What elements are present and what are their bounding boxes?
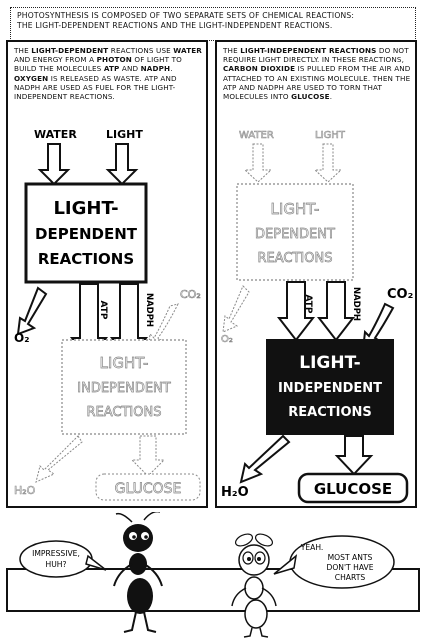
ld-faint-line-3: REACTIONS: [258, 251, 333, 266]
light-faint-label: LIGHT: [315, 130, 346, 141]
left-diagram: WATER LIGHT LIGHT- DEPENDENT REACTIONS A…: [14, 128, 201, 501]
fly-line-1: YEAH.: [300, 543, 324, 552]
ld-faint-line-1: LIGHT-: [271, 200, 320, 218]
characters-scene: IMPRESSIVE, HUH?: [19, 512, 395, 638]
glucose-burst: [297, 472, 409, 504]
fly-character: [231, 533, 277, 638]
caption-line-1: Photosynthesis is composed of two separa…: [17, 11, 355, 20]
water-label: WATER: [34, 128, 77, 141]
nadph-label: NADPH: [144, 293, 154, 327]
h2o-faint-arrow: [35, 435, 83, 483]
atp-arrow-right: [276, 281, 316, 342]
ld-line-1: LIGHT-: [53, 198, 118, 219]
h2o-arrow: [239, 434, 291, 484]
light-dependent-box: [24, 182, 148, 284]
caption-line-2: The light-dependent reactions and the li…: [17, 21, 333, 30]
o2-faint-label: O₂: [221, 334, 233, 345]
li-line-2: INDEPENDENT: [278, 381, 382, 396]
ant-character: [113, 512, 163, 633]
glucose-label: GLUCOSE: [314, 480, 392, 498]
nadph-label-right: NADPH: [351, 287, 361, 321]
atp-label: ATP: [98, 300, 108, 319]
bottom-panel: IMPRESSIVE, HUH?: [6, 512, 420, 638]
fly-line-2: MOST ANTS: [328, 553, 373, 562]
ant-bubble-tail: [85, 554, 107, 571]
oxygen-faint-arrow: [222, 285, 250, 333]
panel-right-text: The light-independent reactions do not r…: [223, 46, 411, 102]
glucose-faint-label: GLUCOSE: [115, 481, 182, 497]
ant-line-1: IMPRESSIVE,: [32, 549, 80, 558]
li-faint-line-1: LIGHT-: [100, 354, 149, 372]
glucose-arrow: [334, 435, 374, 476]
light-independent-box: [266, 339, 394, 435]
oxygen-arrow: [16, 286, 48, 336]
panel-left-text: The light-dependent reactions use water …: [14, 46, 202, 102]
bottom-strip-frame: [6, 568, 420, 612]
o2-label: O₂: [14, 331, 29, 345]
light-arrow: [105, 143, 139, 186]
water-faint-label: WATER: [239, 130, 274, 141]
ant-line-2: HUH?: [45, 560, 66, 569]
co2-faint-label: CO₂: [180, 288, 201, 301]
fly-bubble-tail: [273, 554, 298, 575]
co2-label: CO₂: [387, 287, 413, 302]
caption-box: Photosynthesis is composed of two separa…: [10, 7, 416, 41]
li-line-1: LIGHT-: [299, 353, 361, 373]
li-faint-box: [61, 339, 187, 435]
water-faint-arrow: [243, 143, 273, 183]
water-arrow: [37, 143, 71, 186]
glucose-faint-burst: [95, 473, 201, 501]
ld-line-3: REACTIONS: [38, 250, 134, 268]
ld-faint-line-2: DEPENDENT: [255, 227, 335, 242]
nadph-arrow-right: [316, 281, 356, 342]
li-faint-line-3: REACTIONS: [87, 405, 162, 420]
h2o-faint-label: H₂O: [14, 484, 36, 497]
light-faint-arrow: [313, 143, 343, 183]
fly-line-4: CHARTS: [335, 573, 366, 582]
fly-line-3: DON'T HAVE: [326, 563, 373, 572]
light-label: LIGHT: [106, 128, 143, 141]
right-diagram: WATER LIGHT LIGHT- DEPENDENT REACTIONS O…: [221, 130, 413, 504]
li-faint-line-2: INDEPENDENT: [77, 381, 171, 396]
glucose-faint-arrow: [130, 435, 166, 477]
li-line-3: REACTIONS: [288, 405, 372, 420]
ant-speech-bubble: [19, 540, 93, 578]
panel-light-dependent: The light-dependent reactions use water …: [6, 40, 208, 508]
panel-light-independent: The light-independent reactions do not r…: [215, 40, 417, 508]
ld-line-2: DEPENDENT: [35, 225, 138, 243]
h2o-label: H₂O: [221, 485, 249, 500]
atp-label-right: ATP: [303, 294, 313, 313]
ld-faint-box: [236, 183, 354, 281]
